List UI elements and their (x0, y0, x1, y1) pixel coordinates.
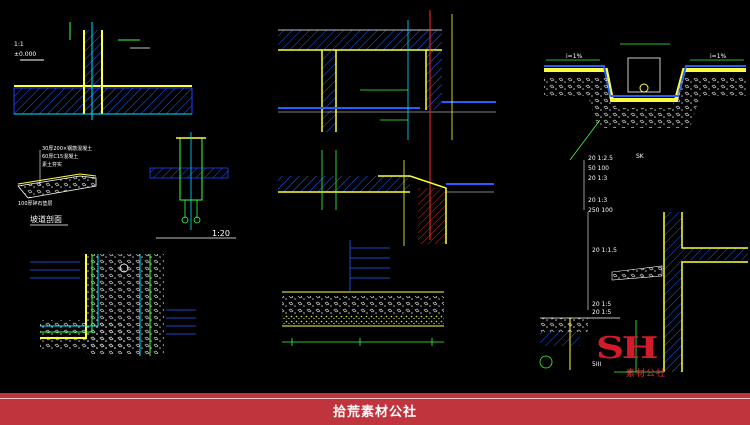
note-3: 素土夯实 (42, 161, 62, 168)
detail-slope-section: 30厚200×钢筋混凝土 60厚C15混凝土 素土夯实 100厚碎石垫层 坡道剖… (17, 145, 97, 226)
layer-4: 20 1:3 (588, 197, 607, 204)
layer-2: 50 100 (588, 165, 609, 172)
label-slope-right: i=1% (710, 53, 727, 60)
sh-logo-subtitle: 素材公社 (626, 369, 667, 379)
label-slope-left: i=1% (566, 53, 583, 60)
banner-divider (0, 398, 750, 399)
sh-watermark: SH 素材公社 (596, 334, 688, 384)
layer-5: 250 100 (588, 207, 613, 214)
label-scale-bottom: 1:20 (212, 229, 230, 238)
note-4: 100厚碎石垫层 (18, 200, 53, 207)
layer-3: 20 1:3 (588, 175, 607, 182)
detail-column: 1:20 (149, 132, 236, 239)
detail-center-mid (278, 150, 494, 246)
detail-right-wall: 20 1:1.5 20 1:5 20 1:5 5III (539, 212, 748, 373)
banner-title: 拾荒素材公社 (332, 405, 417, 420)
footer-banner: 拾荒素材公社 (0, 393, 750, 425)
detail-center-top (278, 10, 496, 240)
note-1: 30厚200×钢筋混凝土 (42, 145, 92, 152)
label-br-3: 20 1:5 (592, 309, 611, 316)
section-title: 坡道剖面 (30, 214, 62, 224)
label-br-2: 20 1:5 (592, 301, 611, 308)
label-br-1: 20 1:1.5 (592, 247, 617, 254)
label-elev-tl: ±0.000 (14, 51, 36, 58)
label-sk: SK (636, 153, 645, 160)
label-br-4: 5III (592, 361, 601, 368)
detail-gutter: i=1% i=1% SK 20 1:2.5 50 100 20 1:3 20 1… (544, 43, 746, 214)
layer-1: 20 1:2.5 (588, 155, 613, 162)
detail-bottom-left (30, 254, 196, 356)
label-scale-tl: 1:1 (14, 41, 24, 48)
detail-top-left: 1:1 ±0.000 (13, 22, 193, 120)
sh-logo: SH (596, 331, 658, 366)
note-2: 60厚C15混凝土 (42, 153, 78, 160)
detail-floor (282, 240, 444, 346)
